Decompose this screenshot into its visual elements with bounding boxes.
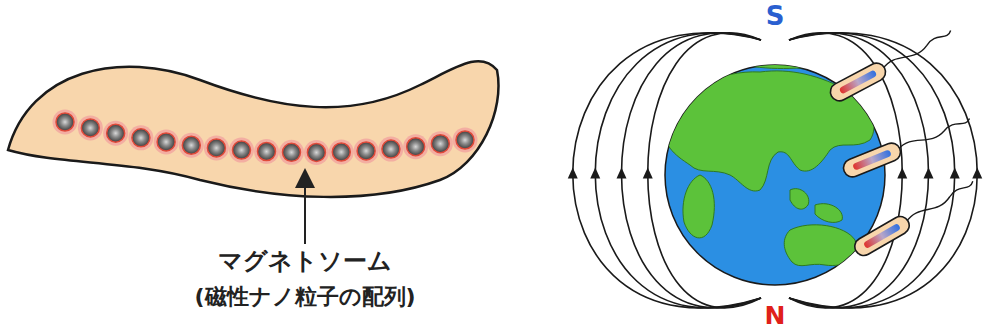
- bacterium-body: [8, 61, 498, 197]
- magnetic-nanoparticle: [282, 143, 300, 161]
- magnetosome-chain: [53, 110, 478, 165]
- callout-label: マグネトソーム: [218, 248, 392, 276]
- magnetosome-glow: [354, 138, 379, 163]
- magnetic-nanoparticle: [81, 119, 99, 137]
- magnetosome-glow: [403, 134, 428, 159]
- magnetosome-bar: [839, 70, 878, 95]
- magnetotactic-bacterium: [841, 112, 974, 180]
- field-arrow: [924, 168, 934, 179]
- magnetosome-glow: [103, 121, 128, 146]
- pole-label: S: [766, 2, 785, 32]
- magnetosome-glow: [179, 133, 204, 158]
- bacterium-cell: [841, 140, 903, 179]
- magnetic-nanoparticle: [332, 143, 350, 161]
- field-lines: [568, 33, 983, 308]
- magnetosome-glow: [204, 135, 229, 160]
- magnetosome-glow: [453, 128, 478, 153]
- bacterium-cell: [852, 213, 913, 259]
- magnetic-nanoparticle: [357, 142, 375, 160]
- pointer-arrow: [304, 178, 306, 244]
- bacterium-cell: [827, 60, 888, 104]
- magnetic-nanoparticle: [207, 139, 225, 157]
- magnetic-nanoparticle: [56, 113, 74, 131]
- magnetic-nanoparticle: [431, 135, 449, 153]
- magnetic-nanoparticle: [157, 133, 175, 151]
- field-arrow: [897, 168, 907, 179]
- field-arrow: [972, 168, 982, 179]
- magnetosome-bar: [863, 223, 901, 249]
- magnetic-nanoparticle: [456, 131, 474, 149]
- magnetic-nanoparticle: [232, 141, 250, 159]
- pole-label: N: [765, 302, 786, 331]
- magnetosome-glow: [128, 125, 153, 150]
- magnetosome-glow: [229, 138, 254, 163]
- magnetic-nanoparticle: [407, 138, 425, 156]
- magnetosome-glow: [53, 110, 78, 135]
- bacteria-group: [827, 24, 978, 259]
- field-arrow: [590, 168, 600, 179]
- flagellum: [881, 30, 953, 72]
- magnetosome-glow: [378, 137, 403, 162]
- magnetosome-glow: [154, 129, 179, 154]
- callout-label: (磁性ナノ粒子の配列): [194, 284, 415, 309]
- flagellum: [897, 118, 971, 153]
- magnetosome-glow: [254, 139, 279, 164]
- magnetosome-glow: [428, 131, 453, 156]
- magnetic-nanoparticle: [382, 140, 400, 158]
- magnetic-nanoparticle: [258, 143, 276, 161]
- field-arrow: [568, 168, 578, 179]
- magnetosome-bar: [852, 149, 892, 170]
- field-arrow: [617, 168, 627, 179]
- magnetic-nanoparticle: [107, 124, 125, 142]
- magnetotactic-bacterium: [827, 24, 956, 104]
- magnetic-nanoparticle: [182, 136, 200, 154]
- magnetotactic-bacterium: [852, 175, 979, 259]
- flagellum: [905, 181, 975, 225]
- magnetic-nanoparticle: [132, 129, 150, 147]
- field-arrow: [643, 168, 653, 179]
- magnetosome-glow: [329, 139, 354, 164]
- field-arrow: [950, 168, 960, 179]
- magnetic-nanoparticle: [307, 143, 325, 161]
- magnetosome-glow: [279, 140, 304, 165]
- magnetosome-glow: [304, 140, 329, 165]
- magnetosome-glow: [78, 115, 103, 140]
